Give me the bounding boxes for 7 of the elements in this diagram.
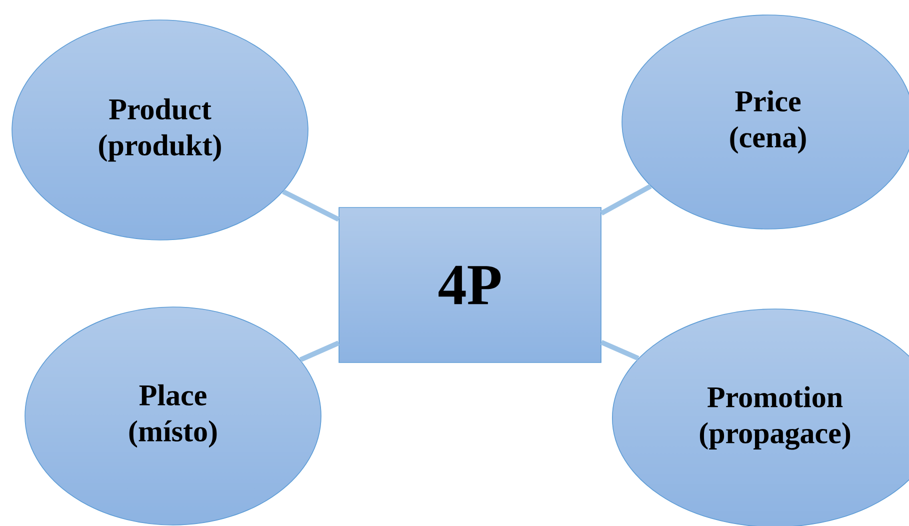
ellipse-node: Product (produkt) <box>12 20 308 240</box>
connector-line <box>282 189 340 222</box>
connector-line <box>600 340 640 361</box>
connector-line <box>299 340 340 362</box>
connector-line <box>600 184 652 216</box>
ellipse-node: Place (místo) <box>24 306 322 526</box>
center-box: 4P <box>338 207 602 363</box>
